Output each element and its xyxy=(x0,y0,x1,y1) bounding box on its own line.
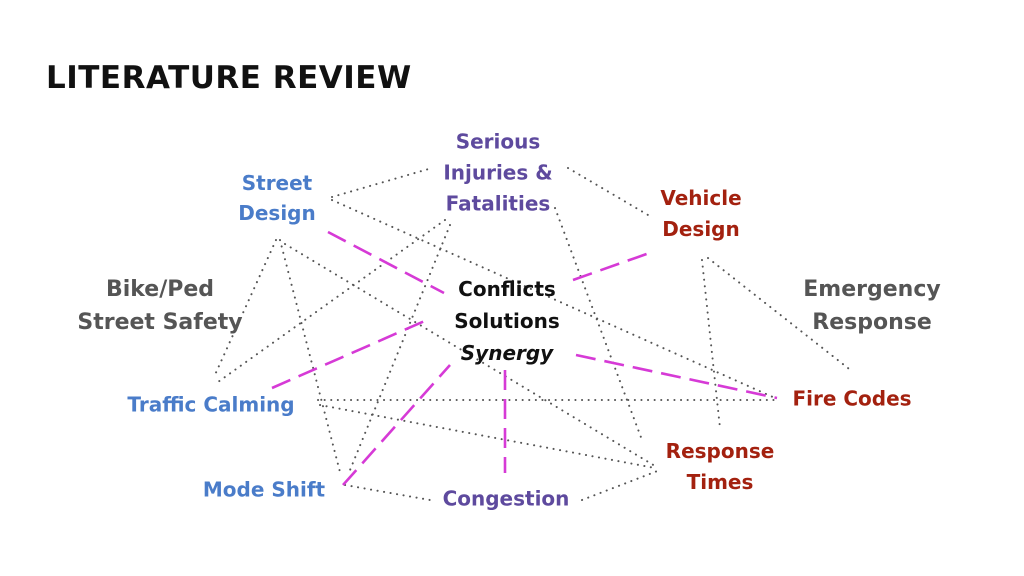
link-center-street-design xyxy=(327,230,445,295)
link-center-traffic-calming xyxy=(271,318,428,390)
node-line: Response xyxy=(665,439,775,463)
link-vehicle-design-response-times xyxy=(701,259,721,429)
node-street-design: Street Design xyxy=(238,168,315,228)
node-line: Serious xyxy=(455,129,541,154)
node-line: Synergy xyxy=(460,341,554,365)
node-line: Conflicts xyxy=(458,277,556,301)
node-emergency-response: Emergency Response xyxy=(803,273,940,339)
node-mode-shift: Mode Shift xyxy=(203,478,325,503)
link-center-vehicle-design xyxy=(572,249,656,282)
node-line: Fatalities xyxy=(445,191,551,216)
node-line: Solutions xyxy=(454,309,560,333)
link-street-design-serious-injuries xyxy=(331,167,433,198)
link-congestion-response-times xyxy=(581,469,661,501)
link-center-fire-codes xyxy=(575,353,778,400)
link-serious-injuries-vehicle-design xyxy=(567,167,649,216)
link-serious-injuries-response-times xyxy=(554,207,643,441)
link-vehicle-design-emergency xyxy=(707,257,854,373)
node-line: Mode Shift xyxy=(202,477,326,502)
node-serious-injuries-fatalities: Serious Injuries & Fatalities xyxy=(443,127,552,220)
link-traffic-calming-response-times xyxy=(319,404,656,469)
link-street-design-response-times xyxy=(284,243,656,467)
node-fire-codes: Fire Codes xyxy=(792,387,911,412)
link-mode-shift-congestion xyxy=(344,484,431,501)
node-vehicle-design: Vehicle Design xyxy=(660,183,741,245)
link-street-design-traffic-calming xyxy=(213,239,277,378)
node-line: Bike/Ped xyxy=(105,277,215,302)
node-response-times: Response Times xyxy=(666,436,775,498)
node-line: Fire Codes xyxy=(792,386,912,411)
link-street-design-mode-shift xyxy=(279,239,341,473)
link-serious-injuries-mode-shift xyxy=(347,224,451,476)
node-line: Congestion xyxy=(442,486,570,511)
node-line: Design xyxy=(662,217,740,241)
node-line: Emergency xyxy=(803,277,941,302)
node-traffic-calming: Traffic Calming xyxy=(127,393,294,418)
node-line: Traffic Calming xyxy=(127,392,295,417)
node-line: Injuries & xyxy=(443,160,553,185)
dotted-links xyxy=(213,167,854,501)
link-center-mode-shift xyxy=(342,364,451,486)
node-line: Times xyxy=(686,470,754,494)
node-line: Street xyxy=(241,171,313,195)
node-line: Street Safety xyxy=(77,310,243,335)
node-congestion: Congestion xyxy=(443,487,570,512)
node-line: Design xyxy=(238,201,316,225)
slide-title: LITERATURE REVIEW xyxy=(46,60,412,96)
node-line: Vehicle xyxy=(660,186,742,210)
node-line: Response xyxy=(812,310,932,335)
link-serious-injuries-traffic-calming xyxy=(217,219,446,383)
node-conflicts-solutions-synergy: Conflicts Solutions Synergy xyxy=(454,273,560,369)
node-bike-ped-street-safety: Bike/Ped Street Safety xyxy=(77,273,242,339)
dashed-links xyxy=(271,230,778,486)
